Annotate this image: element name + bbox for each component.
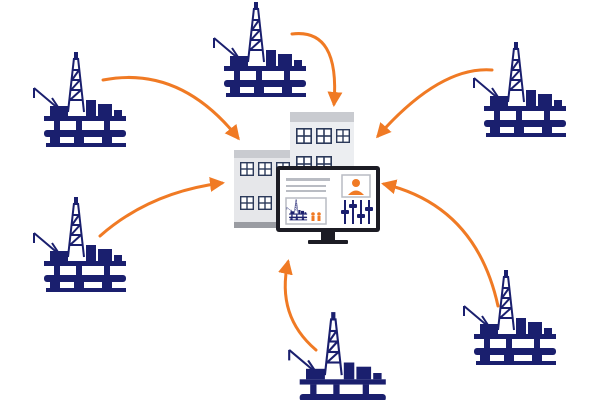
arrow-from-rig-bottom-right (381, 179, 500, 308)
control-sliders (341, 200, 373, 224)
rig-status-panel (285, 197, 327, 225)
rig-top-right-icon (473, 41, 567, 138)
arrow-from-rig-top-center (290, 32, 343, 107)
rig-top-center-icon (213, 1, 307, 98)
rig-bottom-center-icon (288, 311, 387, 400)
operator-avatar-icon (341, 174, 371, 198)
arrow-from-rig-mid-left (98, 177, 225, 238)
arrow-from-rig-top-left (101, 75, 240, 141)
rig-mid-left-icon (33, 196, 127, 293)
rig-top-left-icon (33, 51, 127, 148)
arrow-from-rig-top-right (376, 68, 494, 139)
rig-bottom-right-icon (463, 269, 557, 366)
arrow-from-rig-bottom-center (278, 259, 318, 352)
connection-arrows (98, 32, 500, 352)
monitoring-screen-icon (276, 166, 380, 244)
